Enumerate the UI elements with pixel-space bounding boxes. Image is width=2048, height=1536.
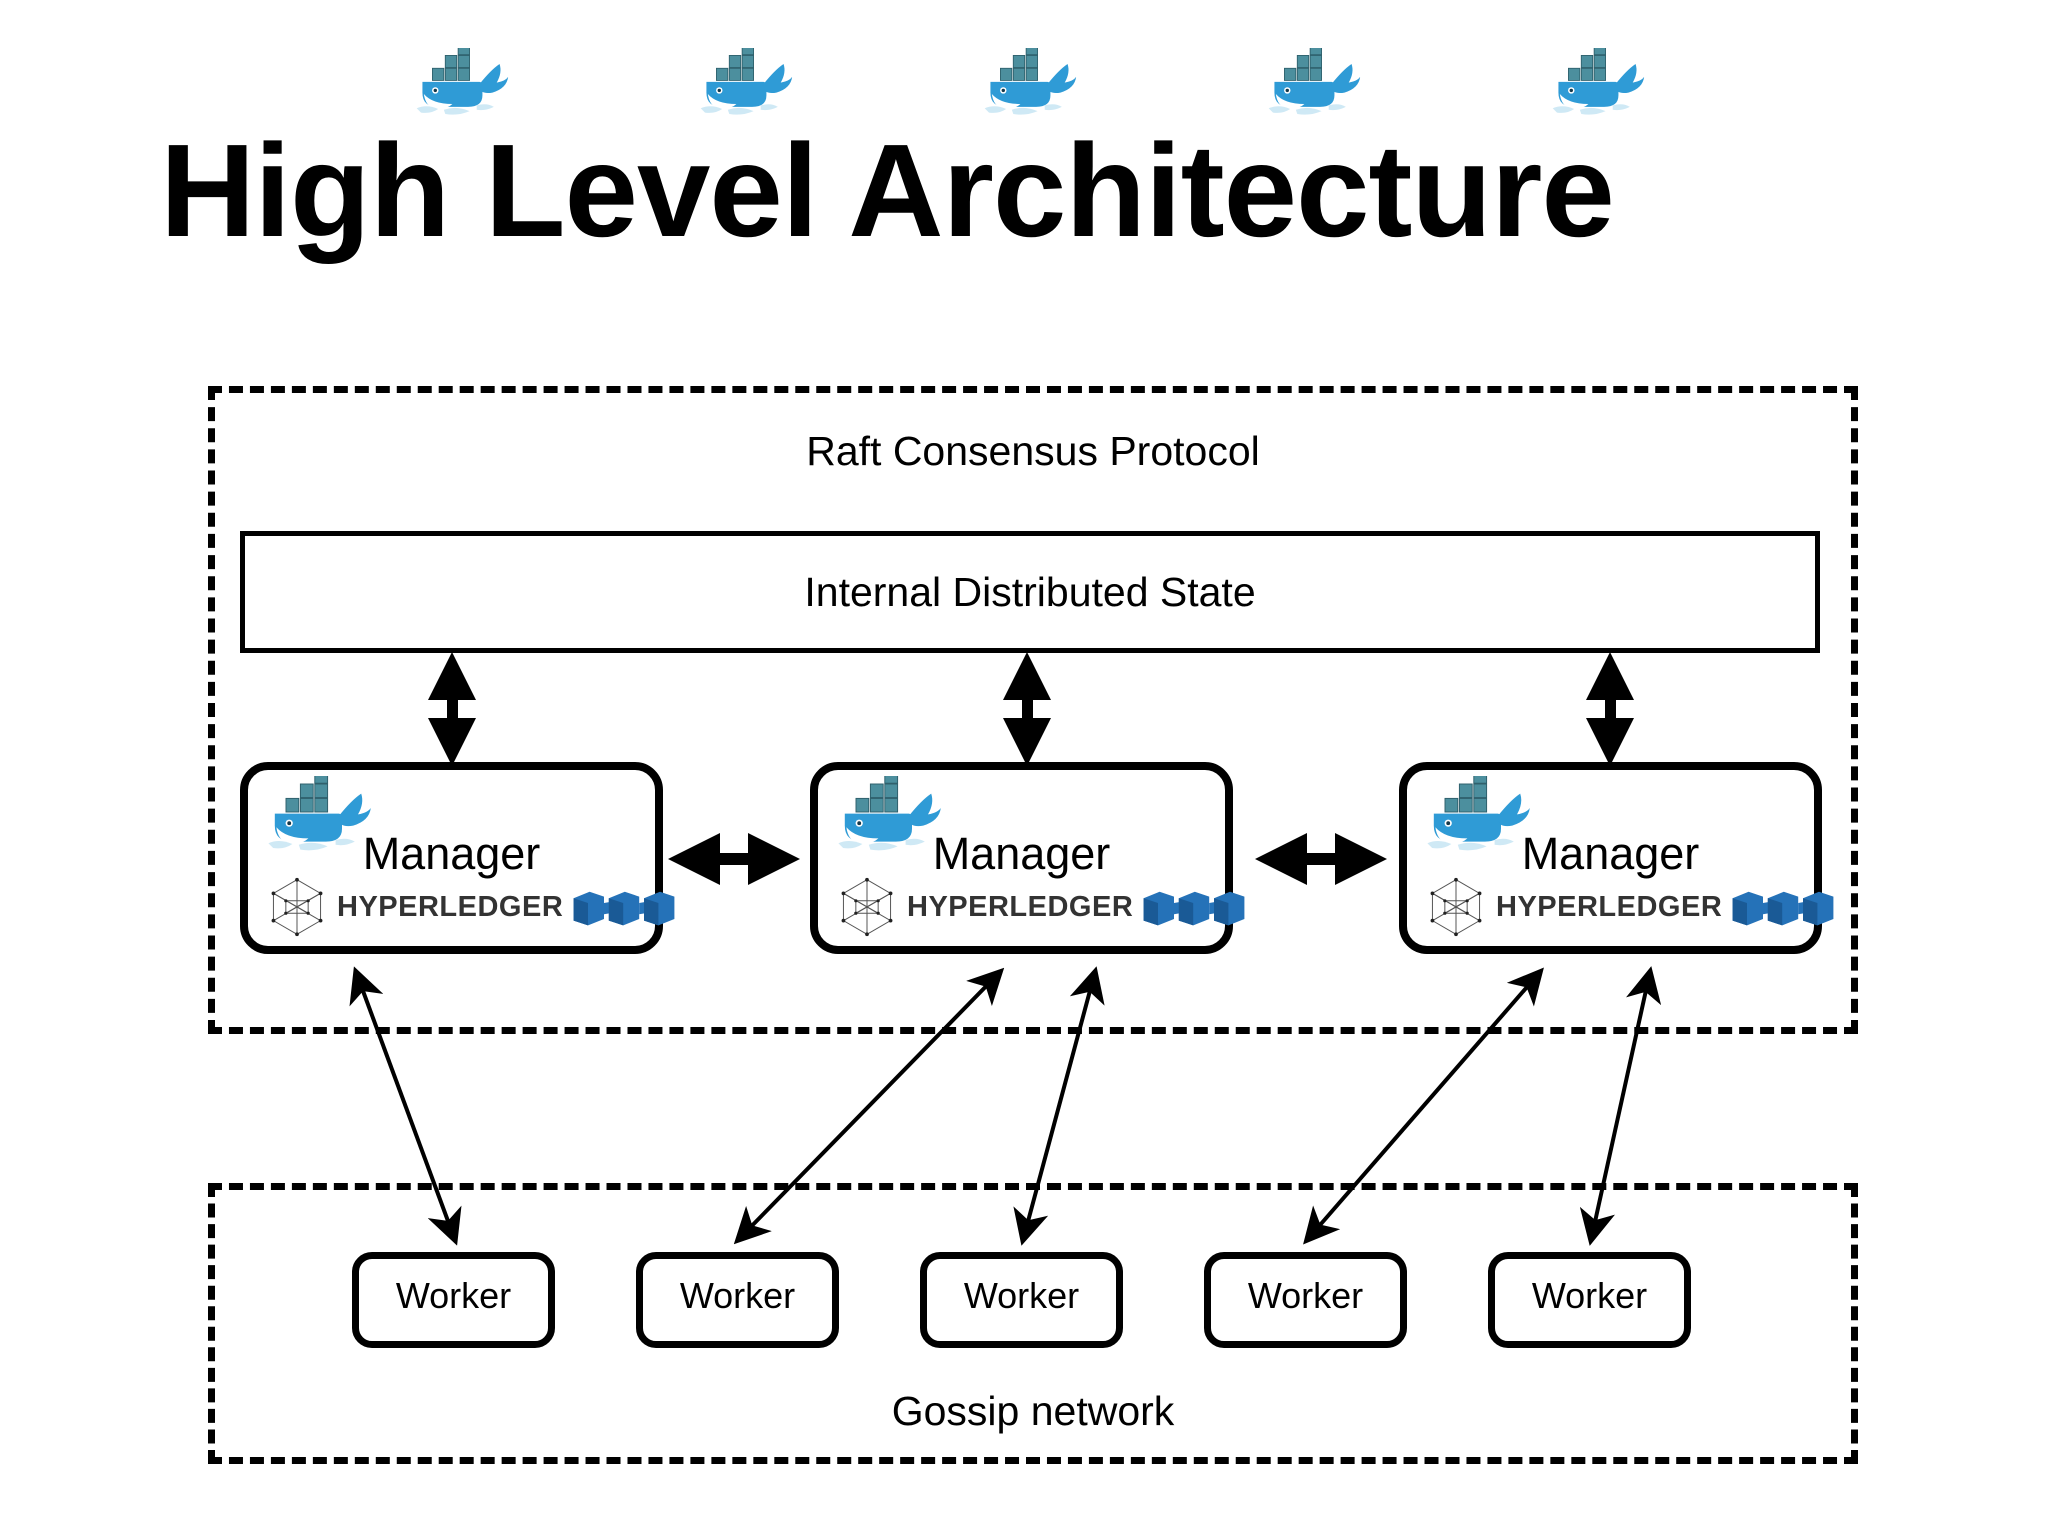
internal-distributed-state-box: Internal Distributed State [240,531,1820,653]
worker-node[interactable]: Worker [1204,1252,1407,1348]
hyperledger-mesh-icon [271,877,323,937]
worker-node[interactable]: Worker [352,1252,555,1348]
docker-whale-icon [1552,48,1645,115]
worker-node[interactable]: Worker [636,1252,839,1348]
worker-node[interactable]: Worker [1488,1252,1691,1348]
hyperledger-wordmark: HYPERLEDGER [1496,890,1723,923]
hyperledger-wordmark: HYPERLEDGER [907,890,1134,923]
worker-label: Worker [1531,1275,1648,1316]
hyperledger-mesh-icon [841,877,893,937]
docker-whale-icon [268,776,371,851]
page-title: High Level Architecture [160,117,1615,264]
gossip-network-caption: Gossip network [891,1388,1175,1434]
hyperledger-wordmark: HYPERLEDGER [337,890,564,923]
manager-node[interactable]: Manager [240,762,675,954]
hyperledger-chain-icon [1732,891,1834,926]
manager-node[interactable]: Manager [810,762,1245,954]
docker-whale-icon [1268,48,1361,115]
docker-whale-icon [700,48,793,115]
worker-node[interactable]: Worker [920,1252,1123,1348]
docker-whale-icon [838,776,941,851]
worker-label: Worker [395,1275,512,1316]
worker-label: Worker [963,1275,1080,1316]
worker-label: Worker [1247,1275,1364,1316]
docker-whale-icon [416,48,509,115]
manager-node[interactable]: Manager [1399,762,1834,954]
worker-label: Worker [679,1275,796,1316]
internal-distributed-state-label: Internal Distributed State [804,568,1256,615]
hyperledger-logo: HYPERLEDGER [1425,876,1835,938]
hyperledger-chain-icon [1143,891,1245,926]
raft-consensus-caption: Raft Consensus Protocol [806,428,1260,474]
docker-whale-icon [1427,776,1530,851]
hyperledger-chain-icon [573,891,675,926]
hyperledger-mesh-icon [1430,877,1482,937]
hyperledger-logo: HYPERLEDGER [266,876,676,938]
docker-whale-icon [984,48,1077,115]
hyperledger-logo: HYPERLEDGER [836,876,1246,938]
